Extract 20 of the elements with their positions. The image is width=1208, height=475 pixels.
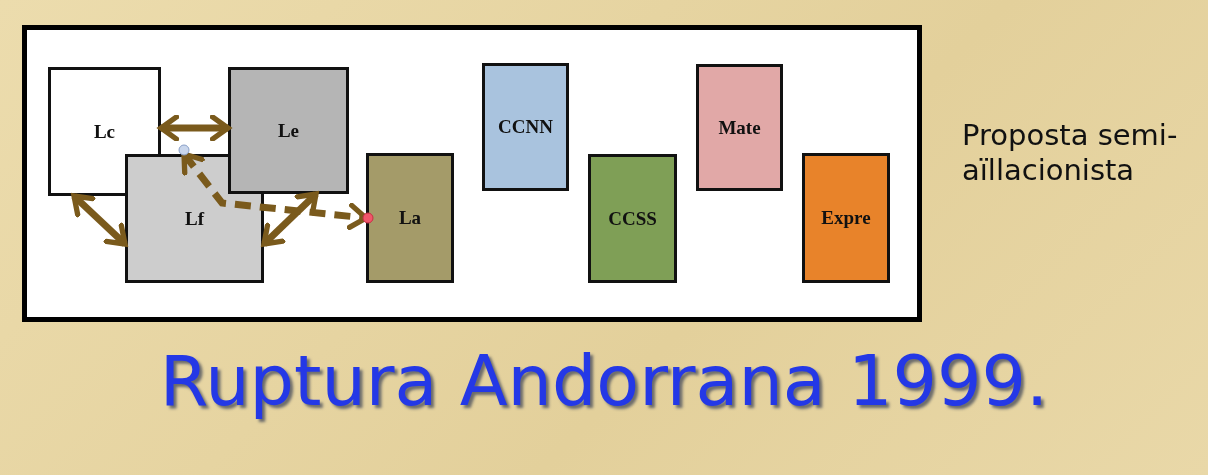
frame-box <box>22 25 922 322</box>
box-label: Lc <box>93 120 116 143</box>
subject-box <box>802 153 890 283</box>
box-label: CCSS <box>608 207 657 230</box>
note-text: Proposta semi- aïllacionista <box>962 118 1179 189</box>
subject-box <box>588 154 677 283</box>
box-label: Mate <box>718 116 761 139</box>
double-arrow <box>158 114 231 142</box>
box-label: La <box>398 207 422 229</box>
double-arrow <box>71 193 128 247</box>
subject-box <box>366 153 454 283</box>
subject-box <box>696 64 783 191</box>
double-arrow <box>261 191 319 247</box>
box-label: Le <box>277 119 300 142</box>
box-label: Expre <box>821 207 871 229</box>
box-label: CCNN <box>498 116 553 138</box>
subject-box <box>482 63 569 191</box>
subject-box <box>228 67 349 194</box>
box-label: Lf <box>185 207 204 230</box>
title: Ruptura Andorrana 1999. <box>158 340 1050 422</box>
